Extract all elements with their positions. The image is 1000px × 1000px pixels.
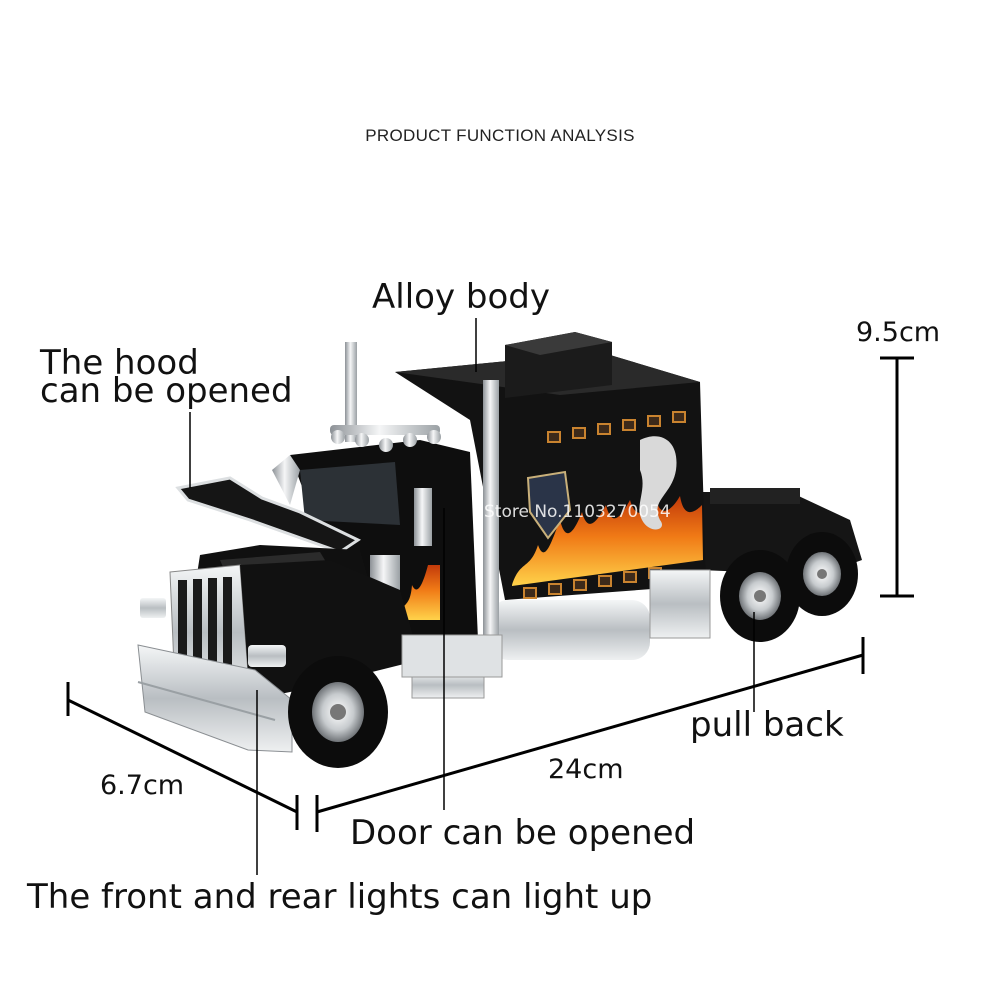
length-dimension-line bbox=[316, 653, 864, 814]
hood-label-line1: The hood bbox=[40, 343, 199, 383]
alloy-body-label: Alloy body bbox=[372, 277, 550, 317]
dimension-lines bbox=[66, 356, 914, 832]
sleeper-cab bbox=[395, 332, 706, 600]
rear-wheel-1 bbox=[720, 550, 800, 642]
exhaust-stacks bbox=[345, 342, 499, 640]
leader-lines bbox=[189, 318, 755, 875]
lights-label: The front and rear lights can light up bbox=[27, 877, 653, 917]
door-label: Door can be opened bbox=[350, 813, 696, 853]
store-watermark: Store No.1103270054 bbox=[484, 502, 671, 522]
pull-back-label: pull back bbox=[690, 705, 844, 745]
day-cab bbox=[272, 425, 478, 650]
front-bumper bbox=[137, 644, 293, 753]
height-dimension-label: 9.5cm bbox=[856, 317, 941, 348]
length-dimension-label: 24cm bbox=[548, 754, 624, 785]
rear-wheel-2 bbox=[786, 532, 858, 616]
fuel-tank bbox=[490, 569, 711, 660]
width-dimension-label: 6.7cm bbox=[100, 770, 185, 801]
front-wheel bbox=[288, 656, 388, 768]
width-dimension-line bbox=[67, 698, 298, 814]
battery-box bbox=[401, 634, 503, 678]
hood-label-line2: can be opened bbox=[40, 371, 293, 411]
page-title: PRODUCT FUNCTION ANALYSIS bbox=[365, 126, 635, 145]
emblem-shield bbox=[526, 470, 572, 540]
